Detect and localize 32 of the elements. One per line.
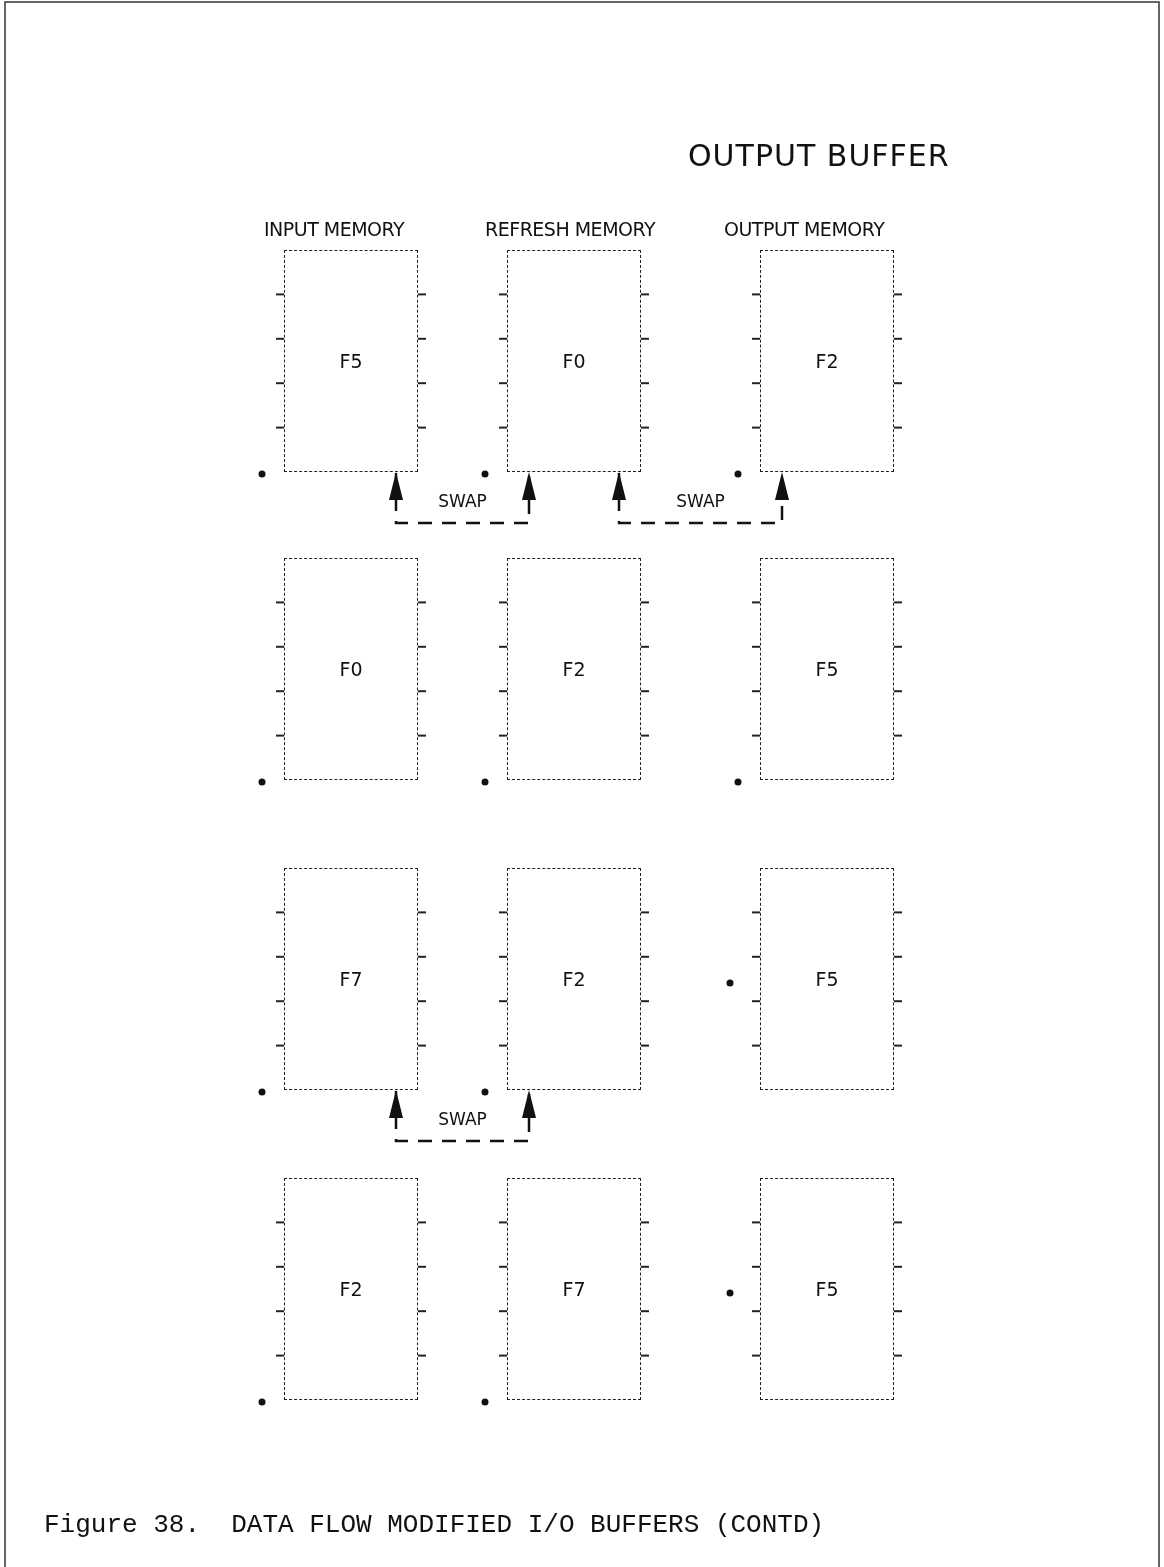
swap-arrow [612,472,789,525]
memory-box [284,250,418,472]
memory-box [760,250,894,472]
figure-caption: Figure 38. DATA FLOW MODIFIED I/O BUFFERS (CONTD) [44,1510,825,1540]
frame-label: F5 [339,350,363,372]
memory-box [284,1178,418,1400]
frame-label: F2 [339,1278,363,1300]
column-heading: OUTPUT MEMORY [724,218,885,240]
frame-label: F7 [562,1278,586,1300]
memory-box [507,558,641,780]
memory-box [760,868,894,1090]
frame-label: F0 [562,350,586,372]
memory-box [507,868,641,1090]
frame-label: F0 [339,658,363,680]
frame-label: F5 [815,1278,839,1300]
swap-arrow [389,472,536,525]
column-heading: REFRESH MEMORY [485,218,656,240]
memory-box [507,250,641,472]
column-heading: INPUT MEMORY [264,218,405,240]
memory-box [507,1178,641,1400]
diagram-title: OUTPUT BUFFER [688,138,950,173]
memory-box [284,868,418,1090]
frame-label: F5 [815,968,839,990]
memory-box [284,558,418,780]
frame-label: F7 [339,968,363,990]
frame-label: F5 [815,658,839,680]
swap-arrow [389,1090,536,1143]
frame-label: F2 [562,658,586,680]
frame-label: F2 [562,968,586,990]
frame-label: F2 [815,350,839,372]
memory-box [760,558,894,780]
memory-box [760,1178,894,1400]
